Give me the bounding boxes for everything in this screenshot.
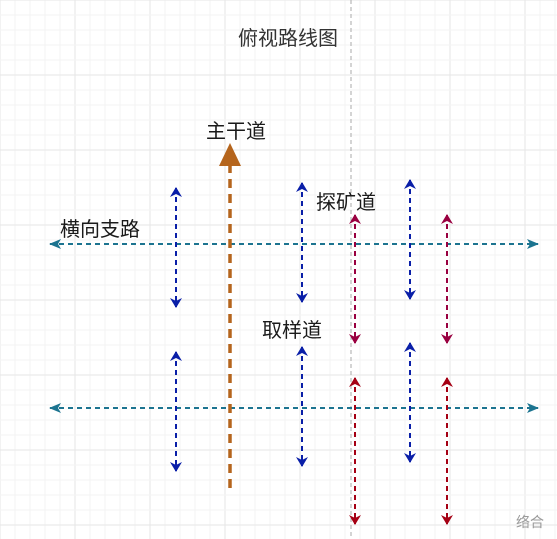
sampling-road-label: 取样道 [262, 318, 322, 342]
exploration-road-label: 探矿道 [316, 190, 376, 214]
main-road-label: 主干道 [206, 119, 266, 143]
main-road-arrowhead [219, 143, 241, 166]
cross-road-label: 横向支路 [60, 217, 140, 241]
diagram-title: 俯视路线图 [238, 26, 338, 50]
watermark-text: 络合 [516, 515, 544, 531]
